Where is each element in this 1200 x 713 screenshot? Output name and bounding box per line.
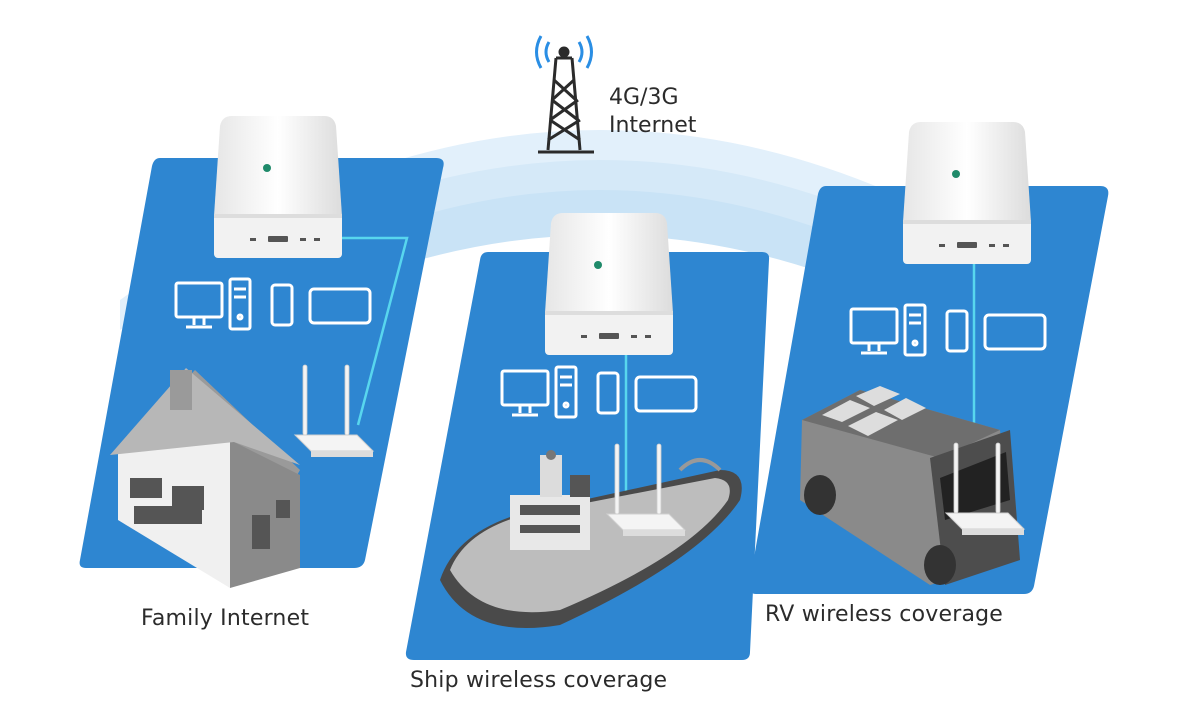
caption-family-internet: Family Internet	[141, 606, 310, 631]
cpe-family	[214, 116, 342, 258]
caption-ship-coverage: Ship wireless coverage	[410, 668, 668, 693]
tower-label: 4G/3G Internet	[609, 84, 696, 140]
cpe-ship	[545, 213, 673, 355]
house-illustration	[110, 368, 300, 588]
caption-rv-coverage: RV wireless coverage	[765, 602, 1004, 627]
cpe-rv	[903, 122, 1031, 264]
cell-tower-icon	[535, 35, 594, 154]
tower-label-line1: 4G/3G	[609, 85, 679, 110]
tower-label-line2: Internet	[609, 113, 697, 138]
